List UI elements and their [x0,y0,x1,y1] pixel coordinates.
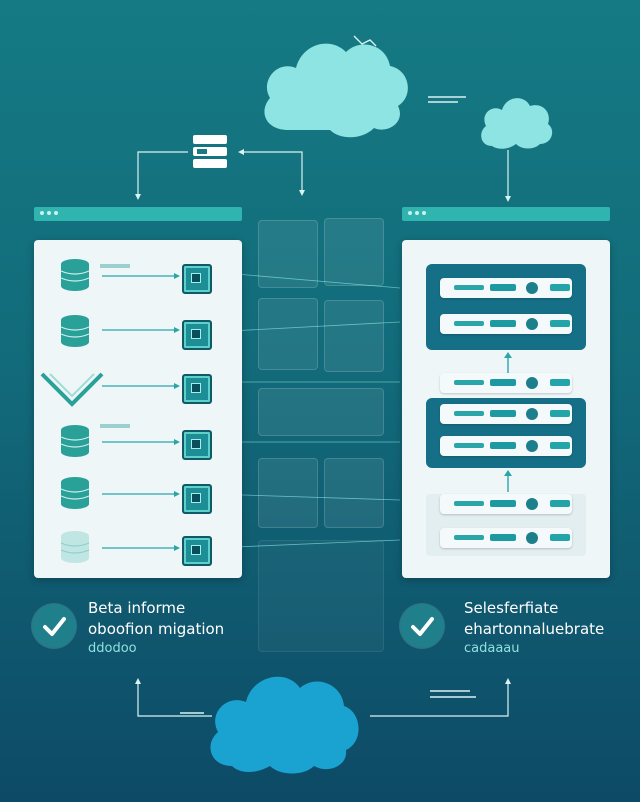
db-label [100,424,130,428]
right-window-titlebar [402,207,610,221]
left-caption-note: ddodoo [88,641,137,656]
ghost-card [258,388,384,436]
database-icon [60,425,90,457]
arrow-icon [504,352,512,374]
left-caption-title: Beta informe [88,599,186,617]
ghost-card [258,458,318,528]
chevron-down-icon [40,372,104,407]
server-stack-faded [426,494,586,556]
cloud-annotation [430,690,480,706]
right-caption-title: Selesferfiate [464,599,559,617]
ghost-card [324,458,384,528]
cloud-icon [264,35,408,138]
check-icon [32,604,76,648]
right-caption-subtitle: ehartonnaluebrate [464,620,605,638]
check-icon [400,604,444,648]
database-icon [60,259,90,291]
ghost-card [258,298,318,370]
database-icon [60,315,90,347]
db-label [100,264,130,268]
cloud-icon [210,676,359,774]
ghost-card [324,218,384,286]
cloud-annotation [180,712,220,720]
server-row [440,373,572,393]
database-icon [60,531,90,563]
chip-icon [182,264,212,294]
arrow-icon [504,470,512,492]
ghost-card [258,540,384,652]
left-window [34,240,242,578]
chip-icon [182,536,212,566]
ghost-card [324,300,384,372]
ghost-card [258,220,318,288]
server-stack [426,398,586,468]
server-row [440,278,572,298]
server-row [440,494,572,514]
cloud-icon [481,98,553,149]
chip-icon [182,320,212,350]
server-row [440,314,572,334]
server-row [440,528,572,548]
server-stack [426,264,586,350]
server-row [440,436,572,456]
left-arrows [102,273,180,551]
left-window-titlebar [34,207,242,221]
left-caption-subtitle: oboofion migation [88,620,225,638]
chip-icon [182,430,212,460]
cloud-annotation [428,96,468,110]
server-icon [191,133,229,171]
chip-icon [182,374,212,404]
server-row [440,404,572,424]
chip-icon [182,484,212,514]
database-icon [60,477,90,509]
right-caption-note: cadaaau [464,641,520,656]
